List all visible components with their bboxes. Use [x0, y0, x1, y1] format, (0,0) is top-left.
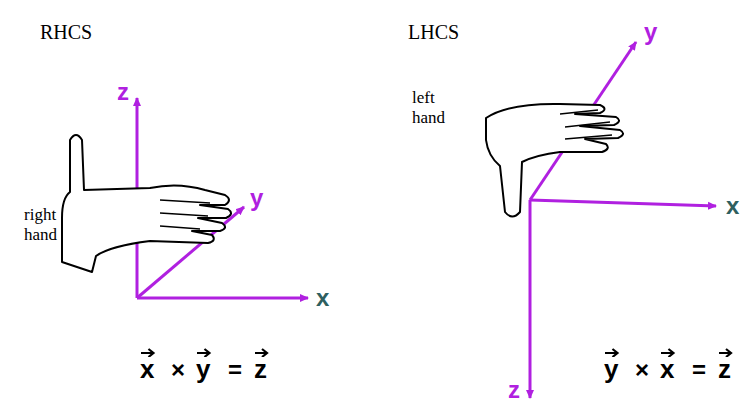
hand-label: right hand	[24, 205, 84, 244]
z-axis	[529, 200, 532, 398]
axis-label: z	[117, 80, 129, 104]
x-axis	[530, 200, 716, 206]
formula-vector: z	[718, 356, 731, 382]
formula-vector: x	[140, 356, 154, 382]
axis-label: z	[508, 378, 520, 402]
formula-operator: =	[228, 358, 242, 382]
formula-vector: y	[196, 356, 210, 382]
system-title: LHCS	[408, 22, 459, 42]
left-hand	[486, 104, 623, 217]
formula-operator: =	[692, 358, 706, 382]
formula-operator: ×	[635, 358, 649, 382]
axis-label: y	[644, 20, 657, 44]
axis-label: x	[316, 286, 329, 310]
hand-label: left hand	[412, 88, 462, 127]
formula-vector: y	[604, 356, 618, 382]
formula-operator: ×	[171, 358, 185, 382]
formula-vector: x	[660, 356, 674, 382]
axis-label: y	[250, 186, 263, 210]
axis-label: x	[726, 194, 739, 218]
formula-vector: z	[254, 356, 267, 382]
x-axis	[137, 297, 308, 300]
right-hand	[62, 135, 231, 272]
system-title: RHCS	[40, 22, 92, 42]
